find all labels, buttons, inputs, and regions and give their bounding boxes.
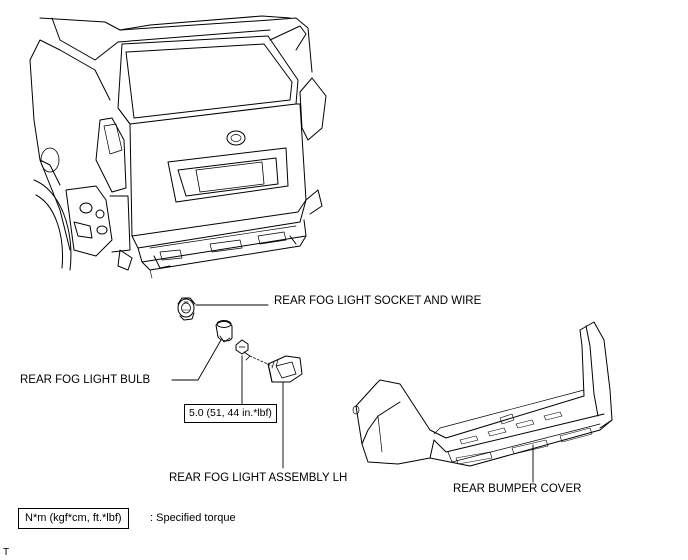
bolt-dashed-line (250, 356, 272, 366)
torque-spec-box: 5.0 (51, 44 in.*lbf) (184, 404, 277, 423)
vehicle-rear-illustration (30, 16, 326, 278)
label-socket-and-wire: REAR FOG LIGHT SOCKET AND WIRE (274, 295, 482, 307)
label-rear-bumper-cover: REAR BUMPER COVER (453, 483, 582, 495)
fog-light-assembly-icon (268, 356, 302, 382)
label-fog-light-assembly-lh: REAR FOG LIGHT ASSEMBLY LH (169, 472, 348, 484)
legend-description: : Specified torque (150, 512, 236, 524)
corner-mark: T (3, 547, 10, 558)
legend-torque-units: N*m (kgf*cm, ft.*lbf) (18, 508, 129, 529)
fog-light-socket-icon (178, 298, 195, 320)
label-fog-light-bulb: REAR FOG LIGHT BULB (20, 374, 151, 386)
fog-light-bulb-icon (216, 321, 232, 343)
bolt-icon (236, 340, 250, 360)
bulb-leader-line (172, 340, 221, 380)
rear-bumper-cover-illustration (353, 322, 612, 466)
